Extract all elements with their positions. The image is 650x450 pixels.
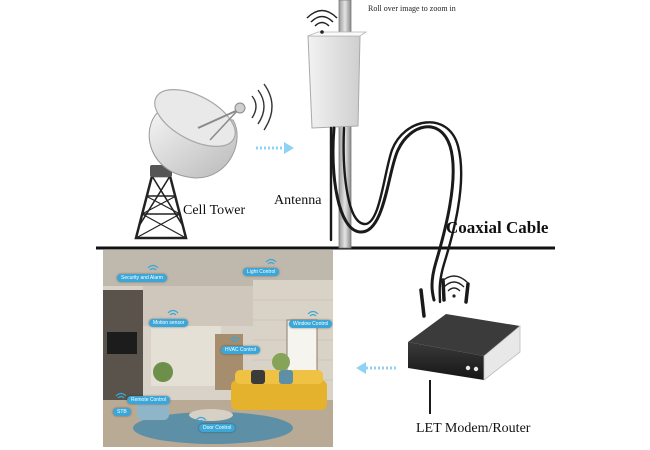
wifi-icon [195,416,207,423]
wifi-icon [115,392,127,399]
tag-light-control: Light Control [243,268,280,276]
tag-stb: STB [113,408,131,416]
router-label: LET Modem/Router [416,421,531,436]
zoom-hint-text: Roll over image to zoom in [368,4,456,13]
antenna-icon [306,0,368,249]
tag-window-control: Window Control [289,320,333,328]
signal-arrow-left [356,362,398,374]
smart-home-room-image: Security and Alarm Light Control Motion … [103,250,333,447]
tag-remote-control: Remote Control [127,396,171,404]
wifi-icon [167,309,179,316]
cell-tower-icon [134,83,273,240]
coaxial-cable-label: Coaxial Cable [446,218,549,237]
router-icon [408,275,521,381]
wifi-icon [229,336,241,343]
coaxial-cable [329,121,463,304]
tag-hvac-control: HVAC Control [221,346,261,354]
tag-security-alarm: Security and Alarm [117,274,167,282]
wifi-icon [307,310,319,317]
cell-tower-label: Cell Tower [183,203,246,218]
antenna-label: Antenna [274,193,322,208]
wifi-icon [265,258,277,265]
tag-door-control: Door Control [199,424,236,432]
wifi-icon [147,264,159,271]
signal-arrow-right [256,142,294,154]
tag-motion-sensor: Motion sensor [149,319,189,327]
